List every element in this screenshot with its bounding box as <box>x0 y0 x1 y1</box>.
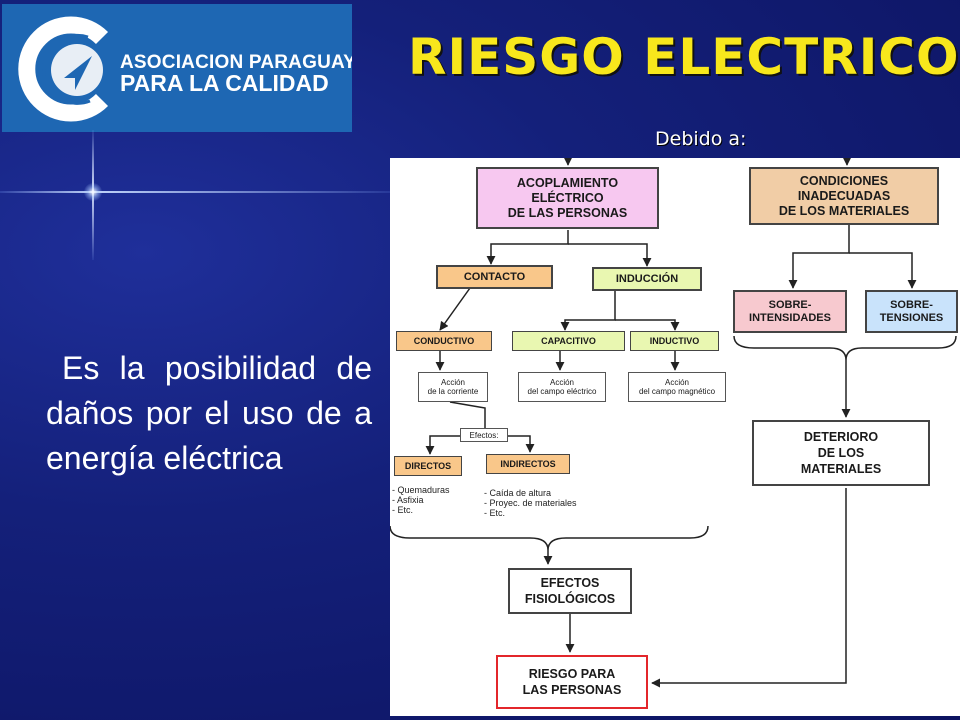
light-flare-center <box>84 183 102 201</box>
description-text: Es la posibilidad de daños por el uso de… <box>46 350 372 476</box>
sobre-intensidades-box: SOBRE- INTENSIDADES <box>733 290 847 333</box>
logo-arrow-circle-icon <box>18 16 109 122</box>
indirectos-list: - Caída de altura - Proyec. de materiale… <box>484 488 577 518</box>
directos-list: - Quemaduras - Asfixia - Etc. <box>392 485 450 515</box>
conductivo-box: CONDUCTIVO <box>396 331 492 351</box>
contacto-box: CONTACTO <box>436 265 553 289</box>
sobre-tensiones-box: SOBRE- TENSIONES <box>865 290 958 333</box>
subtitle: Debido a: <box>655 128 747 150</box>
indirectos-box: INDIRECTOS <box>486 454 570 474</box>
logo: ASOCIACION PARAGUAYA PARA LA CALIDAD <box>2 4 352 132</box>
acoplamiento-box: ACOPLAMIENTO ELÉCTRICO DE LAS PERSONAS <box>476 167 659 229</box>
capacitivo-box: CAPACITIVO <box>512 331 625 351</box>
page-title: RIESGO ELECTRICO <box>408 28 960 86</box>
logo-text-line2: PARA LA CALIDAD <box>120 70 329 96</box>
inductivo-box: INDUCTIVO <box>630 331 719 351</box>
condiciones-box: CONDICIONES INADECUADAS DE LOS MATERIALE… <box>749 167 939 225</box>
logo-text-line1: ASOCIACION PARAGUAYA <box>120 52 352 73</box>
directos-box: DIRECTOS <box>394 456 462 476</box>
induccion-box: INDUCCIÓN <box>592 267 702 291</box>
efectos-fisiologicos-box: EFECTOS FISIOLÓGICOS <box>508 568 632 614</box>
risk-flowchart: ACOPLAMIENTO ELÉCTRICO DE LAS PERSONAS C… <box>390 158 960 716</box>
efectos-label-box: Efectos: <box>460 428 508 442</box>
deterioro-box: DETERIORO DE LOS MATERIALES <box>752 420 930 486</box>
accion-corriente-box: Acción de la corriente <box>418 372 488 402</box>
flowchart-connectors <box>390 158 957 688</box>
accion-campo-electrico-box: Acción del campo eléctrico <box>518 372 606 402</box>
accion-campo-magnetico-box: Acción del campo magnético <box>628 372 726 402</box>
riesgo-personas-box: RIESGO PARA LAS PERSONAS <box>496 655 648 709</box>
light-flare-horizontal <box>0 191 390 193</box>
